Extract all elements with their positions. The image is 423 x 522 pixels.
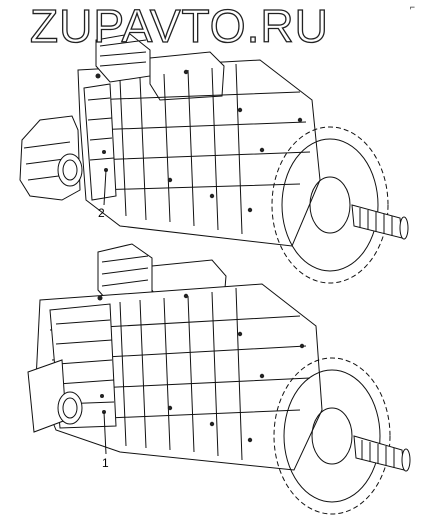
leader-line-1 xyxy=(103,411,107,455)
leader-line-2 xyxy=(103,169,107,206)
gearbox-assembly-upper xyxy=(19,33,409,284)
watermark-text: ZUPAVTO.RU xyxy=(29,0,329,52)
gearbox-assembly-lower xyxy=(27,243,411,515)
callout-label-2: 2 xyxy=(98,206,105,220)
callout-label-1: 1 xyxy=(102,456,109,470)
corner-mark: ⌐ xyxy=(409,2,415,12)
